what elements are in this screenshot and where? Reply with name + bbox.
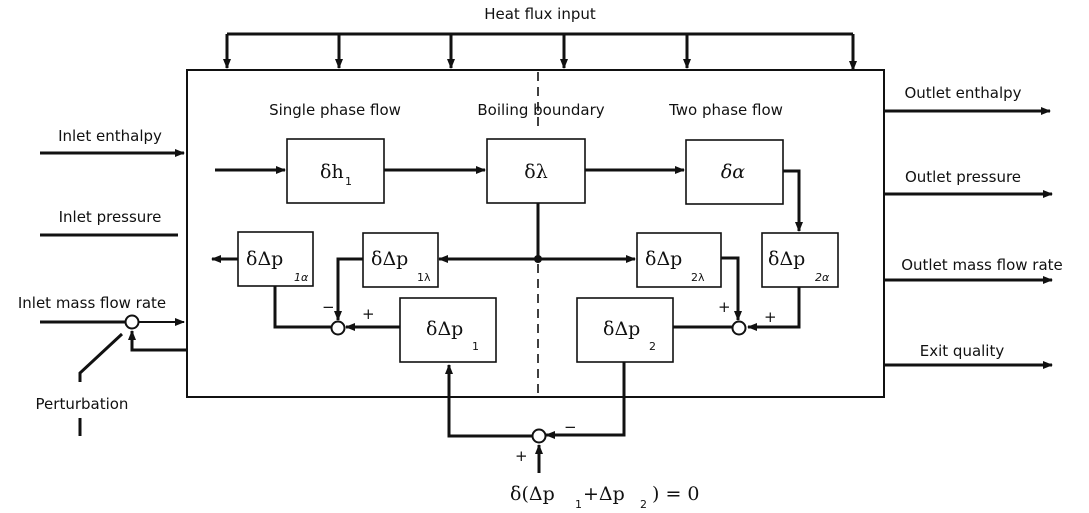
perturbation-label: Perturbation <box>36 395 129 413</box>
sum3-to-ddp1 <box>445 364 532 438</box>
exit-quality-label: Exit quality <box>920 342 1005 360</box>
block-dlambda: δλ <box>486 138 586 204</box>
heat-flux-bus <box>223 32 857 71</box>
heat-flux-input-label: Heat flux input <box>484 5 596 23</box>
svg-text:δΔp: δΔp <box>768 248 805 270</box>
single-phase-flow-label: Single phase flow <box>269 101 401 119</box>
summing-junction-2 <box>731 320 747 336</box>
summing-junction-1 <box>330 320 346 336</box>
svg-text:2: 2 <box>640 498 647 511</box>
svg-text:δΔp: δΔp <box>246 248 283 270</box>
sum3-plus: + <box>515 447 528 465</box>
block-ddp1: δΔp 1 <box>399 297 497 363</box>
svg-text:2: 2 <box>649 340 656 353</box>
ddp1l-to-sum1 <box>334 257 363 321</box>
dalpha-to-ddp2a <box>783 169 803 232</box>
sum2-plus-top: + <box>718 298 731 316</box>
svg-text:δΔp: δΔp <box>371 248 408 270</box>
svg-text:2λ: 2λ <box>691 271 705 284</box>
svg-text:2α: 2α <box>815 271 830 284</box>
two-phase-flow-label: Two phase flow <box>668 101 783 119</box>
svg-text:1: 1 <box>472 340 479 353</box>
sum3-minus: − <box>564 418 577 436</box>
svg-text:1: 1 <box>575 498 582 511</box>
svg-text:δα: δα <box>721 161 745 183</box>
ddp1a-to-sum1 <box>273 286 332 329</box>
svg-text:δλ: δλ <box>524 161 547 183</box>
ddp2a-to-sum2 <box>747 287 801 331</box>
block-ddp2l: δΔp 2λ <box>636 232 722 288</box>
block-ddp1a: δΔp 1α <box>237 231 314 287</box>
svg-text:) = 0: ) = 0 <box>652 483 700 505</box>
block-ddp1l: δΔp 1λ <box>362 232 439 288</box>
svg-text:1: 1 <box>345 175 352 188</box>
outlet-pressure-label: Outlet pressure <box>905 168 1021 186</box>
boiling-boundary-label: Boiling boundary <box>477 101 604 119</box>
summing-junction-3 <box>531 428 547 444</box>
perturbation-leader <box>78 332 124 382</box>
svg-text:1α: 1α <box>294 271 309 284</box>
block-dh1: δh 1 <box>286 138 385 204</box>
system-boundary <box>186 69 885 398</box>
block-ddp2a: δΔp 2α <box>761 232 839 288</box>
inlet-enthalpy-label: Inlet enthalpy <box>58 127 162 145</box>
svg-text:δΔp: δΔp <box>645 248 682 270</box>
constraint-equation: δ(Δp 1 +Δp 2 ) = 0 <box>510 483 700 511</box>
inlet-mass-flow-rate-label: Inlet mass flow rate <box>18 294 166 312</box>
sum2-plus-right: + <box>764 308 777 326</box>
outlet-enthalpy-label: Outlet enthalpy <box>904 84 1021 102</box>
block-ddp2: δΔp 2 <box>576 297 674 363</box>
sum1-plus: + <box>362 305 375 323</box>
inlet-pressure-label: Inlet pressure <box>59 208 162 226</box>
ddp2l-to-sum2 <box>721 256 742 321</box>
svg-text:δh: δh <box>320 161 344 183</box>
ddp2-to-sum3 <box>545 362 626 439</box>
svg-text:δΔp: δΔp <box>426 318 463 340</box>
mass-flow-feedback <box>128 330 187 352</box>
inlet-summing-junction <box>124 314 140 330</box>
outlet-mass-flow-rate-label: Outlet mass flow rate <box>901 256 1063 274</box>
svg-text:1λ: 1λ <box>417 271 431 284</box>
block-dalpha: δα <box>685 139 784 205</box>
svg-text:+Δp: +Δp <box>583 483 625 505</box>
sum1-minus: − <box>322 298 335 316</box>
svg-text:δ(Δp: δ(Δp <box>510 483 555 505</box>
svg-text:δΔp: δΔp <box>603 318 640 340</box>
